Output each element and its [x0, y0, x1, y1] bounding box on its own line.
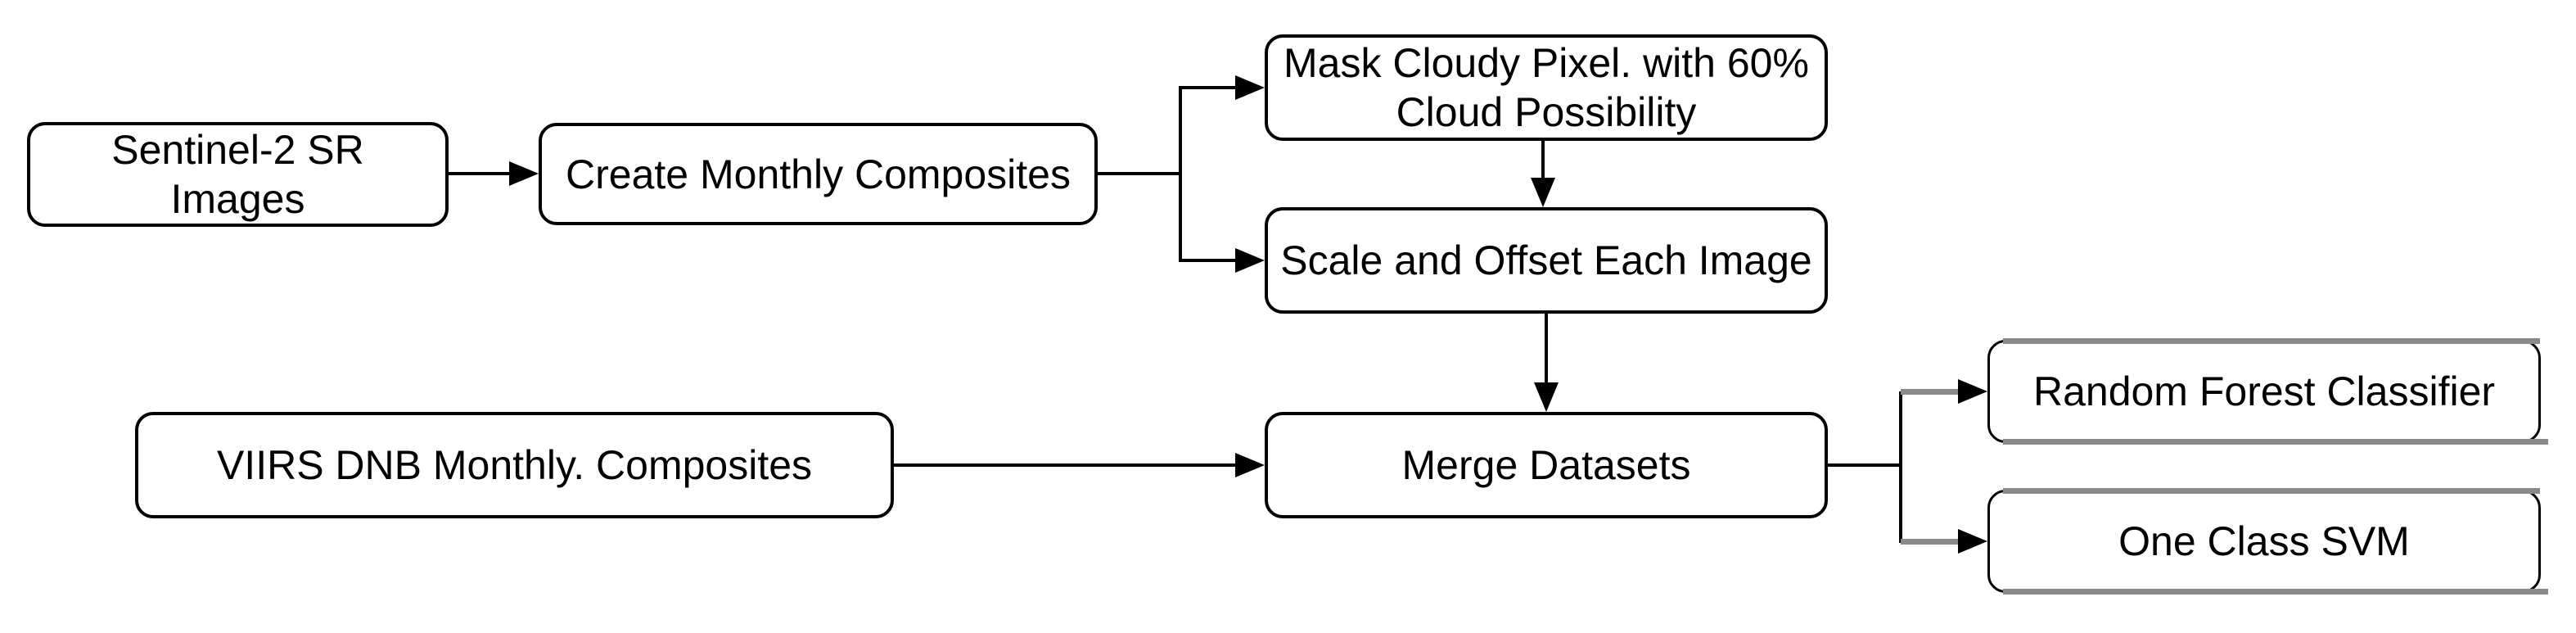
node-label-merge-datasets: Merge Datasets	[1401, 442, 1691, 488]
edge-merge-to-random-forest-line	[1901, 389, 1960, 395]
node-label-mask-cloudy-pixel: Mask Cloudy Pixel. with 60% Cloud Possib…	[1283, 40, 1809, 135]
node-sentinel2-sr-images: Sentinel-2 SR Images	[27, 122, 449, 227]
edge-mask-to-scale-line	[1541, 141, 1545, 181]
node-scale-and-offset: Scale and Offset Each Image	[1265, 207, 1828, 314]
node-label-random-forest-classifier: Random Forest Classifier	[2032, 368, 2496, 414]
arrow-right-icon	[1958, 379, 1987, 404]
arrow-down-icon	[1534, 382, 1559, 412]
arrow-right-icon	[509, 161, 539, 186]
edge-scale-to-merge-line	[1545, 314, 1548, 382]
edge-viirs-to-merge-line	[894, 463, 1237, 467]
arrow-right-icon	[1235, 75, 1265, 100]
node-label-sentinel2: Sentinel-2 SR Images	[111, 127, 364, 222]
arrow-right-icon	[1235, 453, 1265, 477]
node-label-create-monthly-composites: Create Monthly Composites	[566, 151, 1071, 197]
edge-composites-branch-stem	[1096, 172, 1182, 175]
edge-composites-to-mask-line	[1180, 86, 1237, 89]
edge-merge-to-one-class-svm-line	[1901, 539, 1960, 545]
edge-merge-branch-stem	[1828, 463, 1902, 467]
edge-merge-branch-vertical	[1899, 391, 1902, 543]
node-label-scale-and-offset: Scale and Offset Each Image	[1280, 237, 1812, 283]
node-one-class-svm: One Class SVM	[1987, 488, 2548, 595]
node-random-forest-classifier: Random Forest Classifier	[1987, 338, 2548, 445]
arrow-right-icon	[1958, 529, 1987, 554]
node-create-monthly-composites: Create Monthly Composites	[539, 123, 1098, 225]
node-merge-datasets: Merge Datasets	[1265, 412, 1828, 518]
edge-composites-to-scale-line	[1180, 259, 1237, 262]
edge-composites-branch-vertical	[1179, 86, 1182, 262]
node-label-viirs-dnb-composites: VIIRS DNB Monthly. Composites	[216, 442, 813, 488]
arrow-right-icon	[1235, 248, 1265, 273]
node-viirs-dnb-composites: VIIRS DNB Monthly. Composites	[135, 412, 894, 518]
node-label-one-class-svm: One Class SVM	[2118, 518, 2410, 564]
node-mask-cloudy-pixel: Mask Cloudy Pixel. with 60% Cloud Possib…	[1265, 34, 1828, 141]
edge-sentinel2-to-composites-line	[447, 172, 512, 175]
arrow-down-icon	[1531, 178, 1555, 207]
